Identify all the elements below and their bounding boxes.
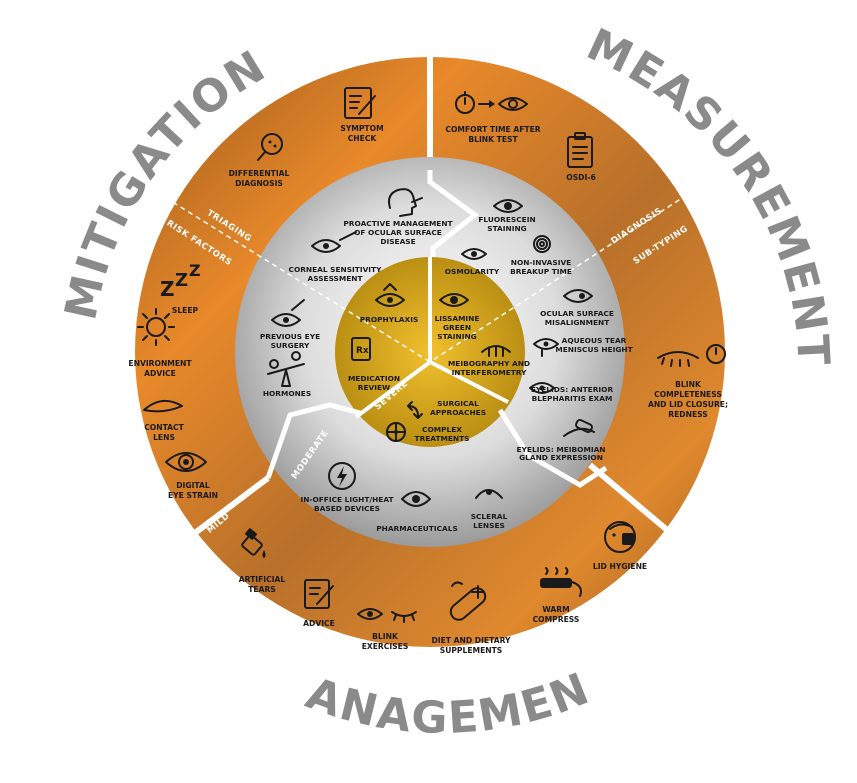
anterior-eyelid-icon — [529, 382, 555, 394]
complex-network-icon — [386, 422, 406, 442]
scleral-lens-icon — [475, 489, 503, 499]
divider-right — [588, 462, 700, 559]
advice-document-icon — [304, 579, 334, 609]
eye-probe-icon — [311, 231, 357, 253]
divider-left — [161, 475, 270, 560]
sleep-label: SLEEP — [172, 306, 199, 315]
inner-divider-left — [354, 360, 432, 419]
middle-divider-right — [497, 408, 608, 488]
eye-surgery-icon — [271, 299, 305, 327]
face-profile-icon — [388, 188, 423, 217]
edit-document-icon — [344, 87, 376, 119]
contact-lens-icon — [143, 399, 183, 413]
misaligned-eye-icon — [563, 289, 593, 303]
supplement-capsule-icon — [449, 581, 487, 621]
meibomian-gland-icon — [563, 418, 595, 437]
magnifier-icon — [257, 133, 283, 161]
stopwatch-eye-icon — [455, 91, 528, 114]
fluorescein-eye-icon — [493, 199, 523, 213]
face-washing-icon — [604, 521, 636, 553]
osmolarity-label: OSMOLARITY — [445, 267, 500, 276]
lissamine-eye-icon — [439, 293, 469, 307]
triaging-dashed-line — [149, 187, 431, 363]
tear-meniscus-icon — [533, 338, 559, 357]
osdi-label: OSDI-6 — [566, 173, 596, 182]
lid-hygiene-label: LID HYGIENE — [593, 562, 647, 571]
surgical-arrows-icon — [407, 401, 423, 419]
svg-text:Z: Z — [189, 261, 201, 280]
blink-eye-icon — [357, 608, 417, 623]
warm-compress-icon — [540, 567, 582, 597]
prophylaxis-eye-icon — [375, 283, 405, 307]
clipboard-icon — [567, 132, 593, 168]
middle-divider-left — [265, 402, 361, 479]
middle-divider-top — [427, 170, 480, 257]
prescription-icon: Rx — [351, 337, 371, 361]
pharmaceutical-eye-icon — [401, 491, 431, 507]
svg-text:Rx: Rx — [356, 346, 369, 356]
svg-text:Z: Z — [160, 277, 175, 301]
svg-text:Z: Z — [175, 270, 188, 291]
digital-eye-icon — [165, 452, 207, 472]
blink-stopwatch-icon — [657, 344, 726, 367]
inner-divider-right — [429, 360, 509, 404]
pharmaceuticals-label: PHARMACEUTICALS — [376, 524, 458, 533]
hormones-label: HORMONES — [263, 389, 311, 398]
diagnosis-dashed-line — [429, 184, 703, 363]
placido-rings-icon — [533, 235, 551, 253]
hormones-seesaw-icon — [267, 351, 305, 387]
zzz-icon: Z Z Z — [160, 261, 201, 301]
lightning-eye-icon — [328, 462, 356, 490]
sun-icon — [137, 308, 175, 346]
meibography-icon — [481, 345, 511, 357]
prophylaxis-label: PROPHYLAXIS — [360, 315, 419, 324]
eye-drop-icon — [241, 528, 266, 558]
advice-label: ADVICE — [303, 619, 335, 628]
osmolarity-eye-icon — [461, 248, 487, 260]
